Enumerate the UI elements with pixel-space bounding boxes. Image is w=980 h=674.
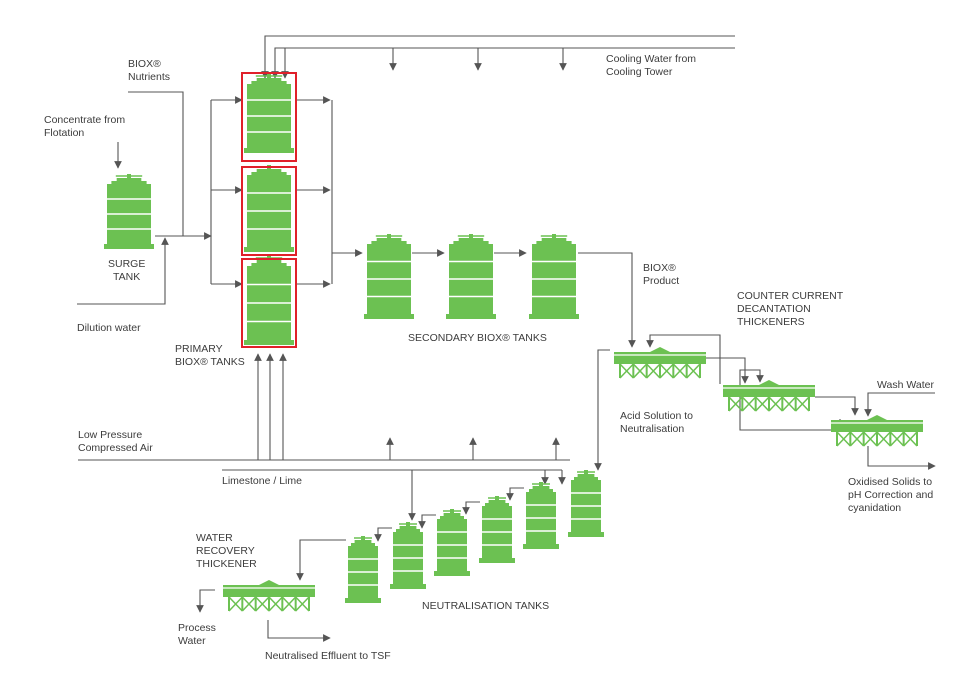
ccd-overflow-1: [646, 334, 721, 384]
effluent-pipe: [267, 620, 331, 642]
secondary-tank-2: [446, 234, 496, 319]
neutralisation-tank-1: [345, 536, 381, 603]
neutralisation-tank-3: [434, 509, 470, 576]
wash-water-pipe: [864, 392, 935, 417]
wash-water-label: Wash Water: [877, 379, 934, 391]
secondary-tank-1: [364, 234, 414, 319]
equipment-units: [104, 74, 923, 612]
biox-product-pipe: [578, 252, 636, 348]
neutralisation-tank-5: [523, 482, 559, 549]
to-water-recovery: [296, 539, 346, 581]
secondary-tanks-label: SECONDARY BIOX® TANKS: [408, 332, 547, 344]
ccd-thickener-2: [723, 380, 815, 412]
primary-tank-1: [244, 74, 294, 153]
dilution-water-pipe: [77, 237, 169, 305]
ccd-thickener-3: [831, 415, 923, 447]
cooling-water-pipe: [261, 35, 735, 79]
neutralisation-tanks-label: NEUTRALISATION TANKS: [422, 600, 550, 612]
secondary-tank-3: [529, 234, 579, 319]
neutralisation-link: [374, 527, 392, 542]
neutralisation-link: [418, 514, 436, 529]
water-recovery-thickener: [223, 580, 315, 612]
neutralisation-link: [506, 487, 524, 501]
acid-solution-pipe: [594, 349, 610, 471]
nutrients-pipe: [128, 91, 184, 236]
neutralisation-tank-4: [479, 496, 515, 563]
biox-nutrients-label: BIOX®Nutrients: [128, 58, 171, 83]
neutralised-effluent-label: Neutralised Effluent to TSF: [265, 650, 391, 662]
neutralisation-tank-2: [390, 522, 426, 589]
primary-tank-2: [244, 165, 294, 252]
biox-product-label: BIOX®Product: [643, 262, 680, 287]
oxidised-solids-pipe: [867, 446, 936, 470]
primary-highlight-box-3: [241, 258, 297, 348]
process-water-pipe: [196, 589, 215, 613]
neutralisation-link: [462, 501, 480, 515]
dilution-water-label: Dilution water: [77, 322, 141, 334]
primary-highlight-box-1: [241, 72, 297, 162]
primary-highlight-box-2: [241, 166, 297, 256]
neutralisation-tank-6: [568, 470, 604, 537]
primary-tank-3: [244, 256, 294, 345]
ccd-underflow-1: [706, 357, 749, 384]
limestone-label: Limestone / Lime: [222, 475, 302, 487]
cooling-water-pipe: [271, 47, 735, 79]
surge-tank: [104, 174, 154, 249]
primary-tank-highlights: [241, 72, 297, 348]
ccd-underflow-2: [815, 396, 859, 416]
ccd-thickener-1: [614, 347, 706, 379]
pipe-network: [77, 35, 936, 642]
